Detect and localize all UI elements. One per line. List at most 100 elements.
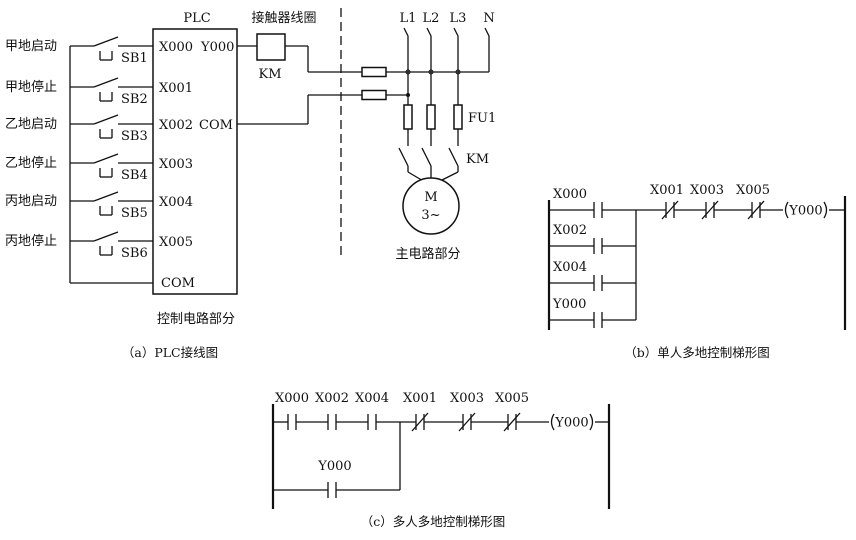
ladder-c-nc-label-3: X005 xyxy=(495,391,529,406)
ladder-b-coil: Y000 xyxy=(784,201,828,219)
ladder-b-contact-x002 xyxy=(593,238,603,254)
control-circuit-label: 控制电路部分 xyxy=(157,311,235,327)
plc-box xyxy=(152,28,238,295)
button-label: SB6 xyxy=(121,246,148,261)
plc-input-terminal: X003 xyxy=(159,157,193,172)
l1-junction-dot xyxy=(406,93,410,97)
ladder-b-series-label-3: X005 xyxy=(736,183,770,198)
station-label: 丙地停止 xyxy=(5,233,57,249)
station-label: 乙地启动 xyxy=(5,117,57,132)
motor-symbol xyxy=(402,177,460,235)
phase-l1-line xyxy=(403,27,409,105)
plc-input-terminal: X000 xyxy=(159,40,193,55)
plc-output-terminal: Y000 xyxy=(200,40,234,55)
coil-label: Y000 xyxy=(554,416,588,431)
input-rows: 甲地启动SB1X000甲地停止SB2X001乙地启动SB3X002乙地停止SB4… xyxy=(5,36,193,261)
input-row-1: 甲地启动 SB1 X000 xyxy=(5,36,193,66)
input-row-6: 丙地停止 SB6 X005 xyxy=(5,231,193,261)
l3-crossover xyxy=(455,69,461,75)
ladder-b-parallel-label-4: Y000 xyxy=(552,297,586,312)
phase-l2-label: L2 xyxy=(423,11,440,26)
plc-out-com-label: COM xyxy=(199,118,233,133)
ladder-c-contact-x002 xyxy=(327,414,337,430)
ladder-c-no-label-3: X004 xyxy=(355,391,389,406)
coil-left-arc xyxy=(784,201,789,219)
phase-l2-line xyxy=(426,27,432,105)
station-label: 甲地停止 xyxy=(5,79,57,95)
contact-nc-slash xyxy=(661,200,679,220)
l2-crossover xyxy=(428,69,434,75)
contact-nc-slash xyxy=(503,412,521,432)
button-label: SB2 xyxy=(121,92,148,107)
pushbutton-contact xyxy=(93,77,119,88)
coil-right-arc xyxy=(823,201,828,219)
coil-right-arc xyxy=(589,413,594,431)
caption-a: （a）PLC接线图 xyxy=(122,345,218,360)
ladder-b-parallel-label-3: X004 xyxy=(553,260,587,275)
ladder-c-contact-x000 xyxy=(287,414,297,430)
coil-title: 接触器线圈 xyxy=(251,10,316,26)
ladder-c-holding-label: Y000 xyxy=(317,459,351,474)
pushbutton-contact xyxy=(93,36,119,47)
button-label: SB1 xyxy=(121,51,148,66)
input-row-3: 乙地启动 SB3 X002 xyxy=(5,114,193,144)
ladder-b-series-label-1: X001 xyxy=(650,183,684,198)
ladder-b-parallel-label-2: X002 xyxy=(553,223,587,238)
phase-l3-line xyxy=(453,27,459,105)
phase-l1-label: L1 xyxy=(400,11,417,26)
contact-nc-slash xyxy=(747,200,765,220)
button-label: SB3 xyxy=(121,129,148,144)
main-contactor-label: KM xyxy=(466,152,489,167)
plc-in-com-label: COM xyxy=(161,276,195,291)
phase-l3-label: L3 xyxy=(450,11,467,26)
plc-title: PLC xyxy=(183,11,210,26)
l1-crossover xyxy=(405,69,411,75)
plc-input-terminal: X004 xyxy=(159,195,193,210)
ladder-c-coil: Y000 xyxy=(550,413,594,431)
main-fuse-l2 xyxy=(426,104,436,130)
control-fuse-1 xyxy=(361,66,387,78)
ladder-c-holding-contact xyxy=(327,482,337,498)
coil-label: KM xyxy=(258,67,281,82)
button-label: SB4 xyxy=(121,168,148,183)
pushbutton-contact xyxy=(93,191,119,202)
ladder-b-series-label-2: X003 xyxy=(690,183,724,198)
station-label: 丙地启动 xyxy=(5,194,57,209)
pushbutton-contact xyxy=(93,114,119,125)
ladder-c-no-label-1: X000 xyxy=(275,391,309,406)
station-label: 甲地启动 xyxy=(5,39,57,54)
neutral-n-label: N xyxy=(483,11,494,26)
plc-input-terminal: X005 xyxy=(159,235,193,250)
main-fuse-l3 xyxy=(453,104,463,130)
ladder-b-parallel-label-1: X000 xyxy=(553,187,587,202)
contact-nc-slash xyxy=(458,412,476,432)
contact-nc-slash xyxy=(701,200,719,220)
caption-c: （c）多人多地控制梯形图 xyxy=(361,514,506,529)
motor-phase-label: 3~ xyxy=(421,208,440,223)
ladder-c-nc-label-2: X003 xyxy=(450,391,484,406)
ladder-b-contact-x000 xyxy=(593,202,603,218)
caption-b: （b）单人多地控制梯形图 xyxy=(624,345,770,360)
main-fuse-label: FU1 xyxy=(468,111,496,126)
km-contact-l2 xyxy=(421,147,432,167)
coil-left-arc xyxy=(550,413,555,431)
ladder-c-no-label-2: X002 xyxy=(315,391,349,406)
main-fuse-l1 xyxy=(403,104,413,130)
main-circuit-label: 主电路部分 xyxy=(395,246,460,262)
km-contact-l1 xyxy=(398,147,409,167)
contactor-coil xyxy=(256,33,286,61)
neutral-n-line xyxy=(484,27,490,72)
contact-nc-slash xyxy=(411,412,429,432)
plc-input-terminal: X002 xyxy=(159,118,193,133)
ladder-b-contact-x004 xyxy=(593,275,603,291)
motor-label: M xyxy=(424,190,437,205)
km-contact-l3 xyxy=(448,147,459,167)
pushbutton-contact xyxy=(93,153,119,164)
ladder-c-nc-label-1: X001 xyxy=(403,391,437,406)
ladder-b-contact-y000 xyxy=(593,312,603,328)
